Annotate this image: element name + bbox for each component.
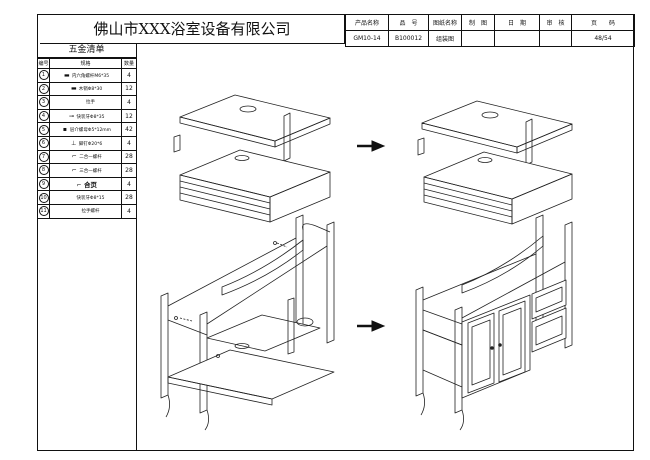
row-spec: 拉手 <box>86 100 95 106</box>
row-number: 8 <box>38 165 49 176</box>
company-title: 佛山市XXX浴室设备有限公司 <box>40 14 345 44</box>
row-spec: 快装牙Φ8*35 <box>76 114 105 120</box>
row-spec: 合页 <box>84 181 97 190</box>
hardware-header-row: 编号 规格 数量 <box>37 58 137 69</box>
assembled-cabinet <box>415 214 573 431</box>
arrow-icon <box>357 140 386 152</box>
arrow-icon <box>357 320 386 332</box>
dowel-icon: ▬ <box>70 85 77 93</box>
row-number: 9 <box>38 179 49 190</box>
row-spec: 拉手螺杆 <box>81 209 100 215</box>
hardware-row: 11 拉手螺杆 4 <box>37 203 137 219</box>
hinge-icon: ⌐ <box>76 182 82 190</box>
row-number: 6 <box>38 138 49 149</box>
foot-nail-icon: ⊥ <box>71 139 77 147</box>
nut-icon: ▪ <box>62 126 67 134</box>
row-spec: 三合一螺杆 <box>79 168 102 174</box>
row-qty: 28 <box>121 149 137 165</box>
value-drawing-name: 组装图 <box>428 30 462 47</box>
row-number: 3 <box>38 97 49 108</box>
row-spec: 内六角螺杆M6*35 <box>71 73 110 79</box>
hardware-list-title: 五金清单 <box>37 44 136 58</box>
drawing-frame <box>37 14 634 451</box>
row-spec: 快装牙Φ8*15 <box>76 195 105 201</box>
row-spec: 木销Φ8*30 <box>78 87 103 93</box>
row-qty: 4 <box>121 203 137 219</box>
header-qty: 数量 <box>121 58 137 69</box>
row-number: 10 <box>38 192 49 203</box>
row-number: 2 <box>38 83 49 94</box>
exploded-top-panels <box>173 94 331 223</box>
exploded-cabinet-frame <box>160 214 335 431</box>
value-page: 48/54 <box>571 30 635 47</box>
row-number: 4 <box>38 111 49 122</box>
connector-icon: ⌐ <box>71 153 77 161</box>
row-number: 11 <box>38 206 49 217</box>
title-block-values: GM10-14 B100012 组装图 48/54 <box>345 30 635 47</box>
insert-nut-icon: ⊸ <box>69 112 75 120</box>
row-qty: 4 <box>121 95 137 110</box>
screw-icon: ▬ <box>64 71 70 79</box>
row-spec: 脚钉Φ20*6 <box>78 141 103 147</box>
row-number: 1 <box>38 70 49 81</box>
row-number: 7 <box>38 151 49 162</box>
title-block: 产品名称 品 号 图纸名称 制 图 日 期 审 核 页 码 GM10-14 B1… <box>345 14 635 47</box>
assembled-top-panels <box>417 100 573 225</box>
row-spec: 二合一螺杆 <box>79 155 102 161</box>
row-spec: 层介螺母Φ5*12mm <box>69 128 112 134</box>
hardware-row: 3 拉手 4 <box>37 95 137 110</box>
row-number: 5 <box>38 124 49 135</box>
connector-icon: ⌐ <box>71 166 77 174</box>
